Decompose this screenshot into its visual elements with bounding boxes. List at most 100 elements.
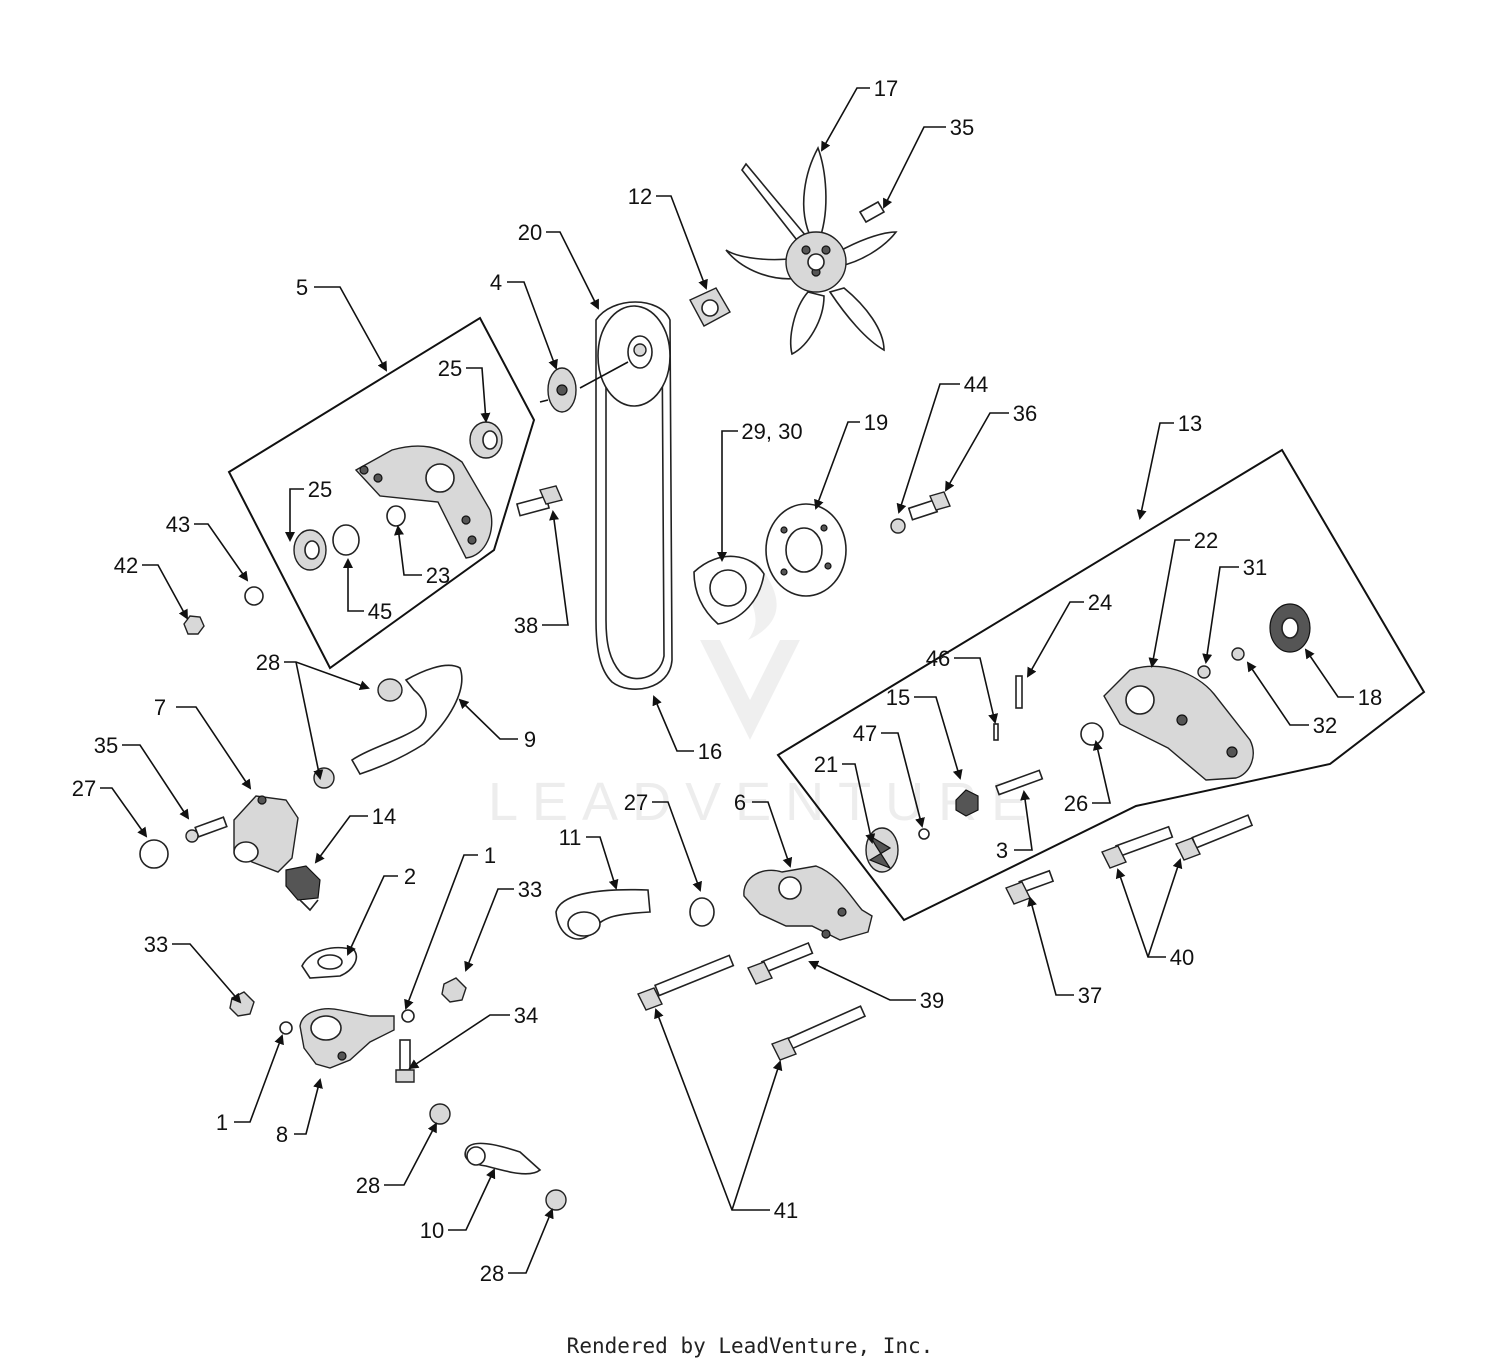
callout-label: 38 — [514, 613, 538, 638]
callout-10: 10 — [420, 1168, 496, 1243]
callout-label: 27 — [624, 790, 648, 815]
hose-clamp-28-mid — [429, 1103, 451, 1125]
leader-line — [546, 231, 599, 310]
callout-label: 10 — [420, 1218, 444, 1243]
callout-label: 33 — [518, 877, 542, 902]
seal-26 — [1080, 722, 1104, 746]
water-inlet-8 — [299, 1008, 395, 1069]
leader-line — [842, 763, 876, 844]
callout-label: 40 — [1170, 945, 1194, 970]
callout-25: 25 — [438, 356, 491, 423]
bolt-40-a — [1101, 825, 1174, 869]
callout-7: 7 — [154, 695, 252, 790]
leader-line — [194, 523, 249, 582]
leader-line — [821, 87, 870, 152]
pump-gear — [1269, 603, 1311, 653]
callout-24: 24 — [1027, 590, 1112, 678]
leader-line — [466, 367, 491, 423]
hose-clamp-27 — [689, 897, 715, 927]
callout-8: 8 — [276, 1078, 323, 1147]
callout-37: 37 — [1027, 896, 1102, 1008]
part-32 — [1231, 647, 1245, 661]
leader-line — [100, 787, 148, 838]
key-46 — [993, 723, 999, 741]
callout-4: 4 — [490, 270, 558, 370]
leader-line — [1148, 539, 1190, 668]
callout-11: 11 — [559, 825, 619, 890]
callout-label: 32 — [1313, 713, 1337, 738]
leader-line — [234, 1034, 284, 1123]
idler-bolt — [515, 485, 563, 517]
pin-24 — [1015, 675, 1023, 709]
callout-label: 35 — [950, 115, 974, 140]
leader-line — [808, 960, 916, 1001]
leader-line — [731, 1060, 783, 1211]
callout-label: 43 — [166, 512, 190, 537]
callout-label: 27 — [72, 776, 96, 801]
callout-label: 2 — [404, 864, 416, 889]
footer-credit: Rendered by LeadVenture, Inc. — [566, 1334, 934, 1358]
leader-line — [285, 488, 304, 542]
lock-washer — [244, 586, 264, 606]
callout-label: 25 — [438, 356, 462, 381]
part-31 — [1197, 665, 1211, 679]
callout-label: 39 — [920, 988, 944, 1013]
callout-28: 28 — [480, 1208, 554, 1286]
callout-36: 36 — [945, 401, 1037, 492]
callout-46: 46 — [926, 646, 999, 724]
fan-blade-assembly — [725, 146, 898, 356]
leader-line — [896, 383, 960, 514]
callout-29-30: 29, 30 — [717, 419, 803, 562]
callout-label: 1 — [484, 843, 496, 868]
pulley-gasket — [693, 555, 765, 625]
leader-line — [458, 698, 518, 740]
hex-nut — [183, 615, 205, 635]
fan-spacer — [689, 287, 731, 327]
callout-35: 35 — [94, 733, 190, 820]
callout-47: 47 — [853, 721, 925, 828]
callout-label: 12 — [628, 184, 652, 209]
callout-label: 28 — [256, 650, 280, 675]
callout-label: 36 — [1013, 401, 1037, 426]
leader-line — [408, 1014, 510, 1070]
hose-clamp-28-upper — [377, 678, 403, 702]
callout-label: 37 — [1078, 983, 1102, 1008]
callout-19: 19 — [814, 410, 888, 510]
callout-17: 17 — [821, 76, 898, 152]
hose-11 — [555, 888, 651, 940]
thermostat-cover-7 — [233, 795, 299, 873]
leader-line — [142, 564, 188, 620]
fan-belt-and-pulley — [579, 301, 673, 690]
callout-40: 40 — [1115, 858, 1194, 970]
callout-39: 39 — [808, 960, 944, 1013]
callout-9: 9 — [458, 698, 536, 752]
callout-label: 22 — [1194, 528, 1218, 553]
callout-label: 1 — [216, 1110, 228, 1135]
callout-label: 8 — [276, 1122, 288, 1147]
bolt-39 — [747, 941, 814, 985]
leader-line — [394, 525, 422, 576]
callout-label: 28 — [356, 1173, 380, 1198]
callout-6: 6 — [734, 790, 793, 868]
leader-line — [384, 1122, 437, 1186]
callout-18: 18 — [1304, 648, 1382, 710]
callout-label: 19 — [864, 410, 888, 435]
leader-line — [172, 943, 242, 1004]
callout-14: 14 — [314, 804, 396, 864]
leader-line — [295, 661, 324, 780]
pulley-hub — [539, 367, 577, 413]
callout-label: 25 — [308, 477, 332, 502]
callout-label: 35 — [94, 733, 118, 758]
callout-label: 11 — [559, 825, 582, 850]
callout-label: 18 — [1358, 685, 1382, 710]
leader-line — [1202, 566, 1239, 664]
callout-44: 44 — [896, 372, 988, 514]
callout-label: 42 — [114, 553, 138, 578]
callout-27: 27 — [72, 776, 148, 838]
callout-label: 4 — [490, 270, 502, 295]
o-ring-1-right — [401, 1009, 415, 1023]
assembly-5-box — [227, 316, 536, 670]
bolt-41-a — [637, 954, 735, 1011]
callout-label: 15 — [886, 685, 910, 710]
